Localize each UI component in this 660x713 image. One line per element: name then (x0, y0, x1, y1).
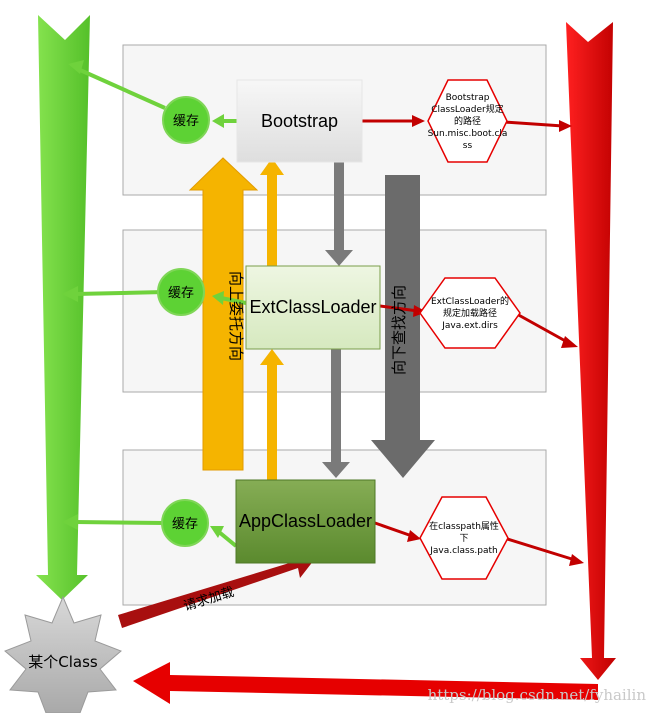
red-connectors (362, 119, 576, 562)
red-head-4 (561, 336, 578, 348)
green-head-boot-cache (212, 114, 224, 128)
app-hex-to-red-line (503, 536, 576, 562)
cache-circle-mid (157, 268, 205, 316)
cache-label-mid: 缓存 (168, 286, 194, 301)
app-path-line-2: Java.class.path (429, 546, 498, 556)
boot-to-ext-down-arrow (325, 158, 353, 266)
load-path-big-arrow (566, 22, 616, 680)
app-classloader-label: AppClassLoader (239, 511, 372, 531)
app-to-hex-line (374, 521, 413, 538)
return-class-arrow (133, 662, 598, 704)
app-to-ext-up-arrow (260, 349, 284, 480)
red-head-1 (412, 115, 425, 127)
ext-path-line-2: Java.ext.dirs (441, 321, 498, 331)
ext-path-line-0: ExtClassLoader的 (431, 295, 509, 307)
bottom-cache-to-big-arrow (74, 520, 166, 525)
cache-circle-top (162, 96, 210, 144)
bootstrap-node (236, 79, 363, 163)
green-head-bottom (62, 514, 78, 530)
bootstrap-path-line-3: Sun.misc.boot.cla (428, 129, 508, 139)
red-head-6 (569, 554, 584, 566)
red-arrowheads (407, 115, 584, 566)
watermark: https://blog.csdn.net/fyhailin (428, 686, 647, 704)
delegate-up-arrow (188, 157, 259, 471)
bootstrap-path-line-0: Bootstrap (446, 93, 490, 103)
app-path-text: 在classpath属性下 Java.class.path (429, 520, 499, 556)
some-class-label: 某个Class (28, 653, 98, 671)
ext-to-hex-line (379, 304, 419, 313)
search-down-label: 向下查找方向 (390, 285, 408, 375)
delegate-up-label: 向上委托方向 (227, 271, 245, 361)
some-class-star (4, 595, 122, 713)
ext-path-line-1: 规定加载路径 (443, 307, 497, 319)
ext-to-cache-line (220, 296, 247, 305)
green-head-mid (62, 286, 78, 302)
red-head-3 (413, 305, 427, 317)
ext-hex-to-red-line (514, 311, 570, 345)
request-load-arrow (118, 551, 314, 628)
cache-label-top: 缓存 (173, 114, 199, 129)
ext-to-app-down-arrow (322, 349, 350, 478)
app-path-line-1: 下 (459, 534, 468, 544)
ext-classloader-label: ExtClassLoader (249, 297, 376, 317)
app-path-hexagon (419, 496, 509, 580)
cache-label-bottom: 缓存 (172, 517, 198, 532)
green-head-top (68, 60, 84, 74)
cache-return-big-arrow (36, 15, 90, 600)
red-head-5 (407, 530, 421, 542)
bootstrap-path-line-1: ClassLoader规定 (431, 103, 504, 115)
green-arrowheads (62, 60, 224, 538)
mid-cache-to-big-arrow (74, 290, 166, 296)
app-classloader-node (235, 479, 376, 564)
ext-to-boot-up-arrow (260, 158, 284, 267)
red-head-2 (559, 120, 572, 132)
bootstrap-label: Bootstrap (261, 111, 338, 131)
bootstrap-path-line-4: ss (463, 141, 473, 151)
green-head-app-cache (210, 526, 224, 538)
ext-path-text: ExtClassLoader的规定加载路径 Java.ext.dirs (431, 295, 509, 331)
green-head-ext-cache (212, 291, 224, 305)
search-down-arrow (371, 175, 435, 478)
bootstrap-path-hexagon (427, 79, 508, 163)
cache-circle-bottom (161, 499, 209, 547)
top-cache-to-big-arrow (79, 68, 166, 110)
ext-path-hexagon (419, 277, 521, 349)
boot-hex-to-red-line (503, 120, 564, 128)
app-path-line-0: 在classpath属性 (429, 520, 499, 532)
app-to-cache-line (217, 530, 238, 548)
ext-classloader-node (245, 265, 381, 350)
bootstrap-path-line-2: 的路径 (454, 115, 481, 127)
